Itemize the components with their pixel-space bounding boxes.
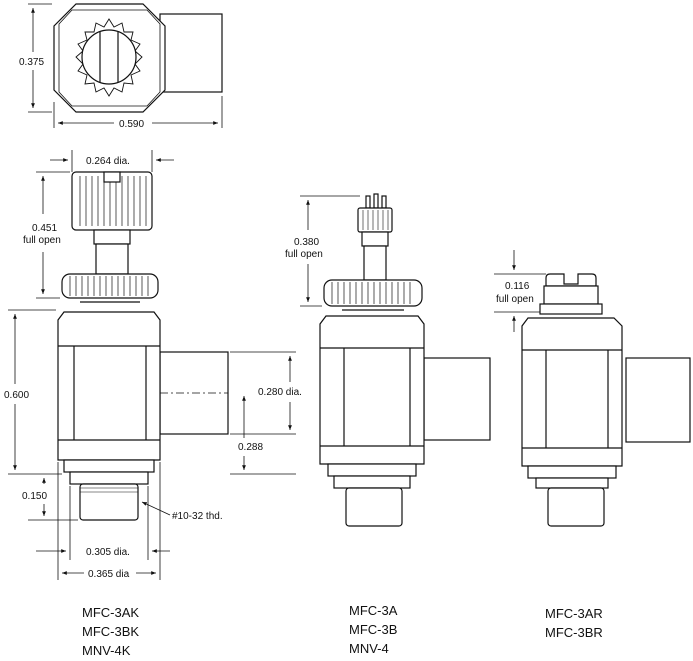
right-view-dimensions xyxy=(494,250,546,332)
left-model-1: MFC-3AK xyxy=(82,605,140,620)
left-knurled-nut xyxy=(61,273,159,299)
middle-model-2: MFC-3B xyxy=(349,622,398,637)
left-open-dim: 0.451 xyxy=(32,223,57,234)
hex-dia-dim: 0.365 dia xyxy=(88,569,130,580)
top-view xyxy=(53,3,223,113)
right-caption: MFC-3AR MFC-3BR xyxy=(545,604,603,642)
right-threaded-stem xyxy=(547,487,605,527)
left-open-label: full open xyxy=(23,235,61,246)
body-height-dim: 0.600 xyxy=(4,390,29,401)
middle-view xyxy=(319,193,491,527)
left-view xyxy=(57,171,229,521)
left-body xyxy=(57,311,161,461)
right-slotted-cap xyxy=(545,273,597,287)
outlet-dia-dim: 0.280 dia. xyxy=(258,387,302,398)
middle-model-3: MNV-4 xyxy=(349,641,389,656)
left-model-2: MFC-3BK xyxy=(82,624,140,639)
thread-dim: #10-32 thd. xyxy=(172,511,223,522)
middle-body xyxy=(319,315,425,465)
left-caption: MFC-3AK MFC-3BK MNV-4K xyxy=(82,603,139,660)
knob-dia-dim: 0.264 dia. xyxy=(86,156,130,167)
outlet-height-dim: 0.288 xyxy=(238,442,263,453)
top-view-outlet-port xyxy=(159,13,223,93)
right-outlet-port xyxy=(625,357,691,443)
right-open-label: full open xyxy=(496,294,534,305)
middle-threaded-stem xyxy=(345,487,403,527)
left-view-dimensions xyxy=(8,150,296,580)
right-model-1: MFC-3AR xyxy=(545,606,603,621)
nut-dia-dim: 0.305 dia. xyxy=(86,547,130,558)
top-view-dimensions xyxy=(28,3,223,128)
right-body xyxy=(521,317,623,467)
middle-open-dim: 0.380 xyxy=(294,237,319,248)
left-threaded-stem xyxy=(79,483,139,521)
middle-outlet-port xyxy=(423,357,491,441)
right-view xyxy=(521,273,691,527)
right-model-2: MFC-3BR xyxy=(545,625,603,640)
top-view-serrated-ring xyxy=(75,18,143,97)
left-model-3: MNV-4K xyxy=(82,643,131,658)
middle-open-label: full open xyxy=(285,249,323,260)
top-width-dim: 0.590 xyxy=(119,119,144,130)
top-height-dim: 0.375 xyxy=(19,57,44,68)
middle-caption: MFC-3A MFC-3B MNV-4 xyxy=(349,601,397,658)
middle-model-1: MFC-3A xyxy=(349,603,398,618)
stem-height-dim: 0.150 xyxy=(22,491,47,502)
middle-view-dimensions xyxy=(300,195,360,307)
right-open-dim: 0.116 xyxy=(505,281,530,292)
middle-knurled-nut xyxy=(323,279,423,307)
